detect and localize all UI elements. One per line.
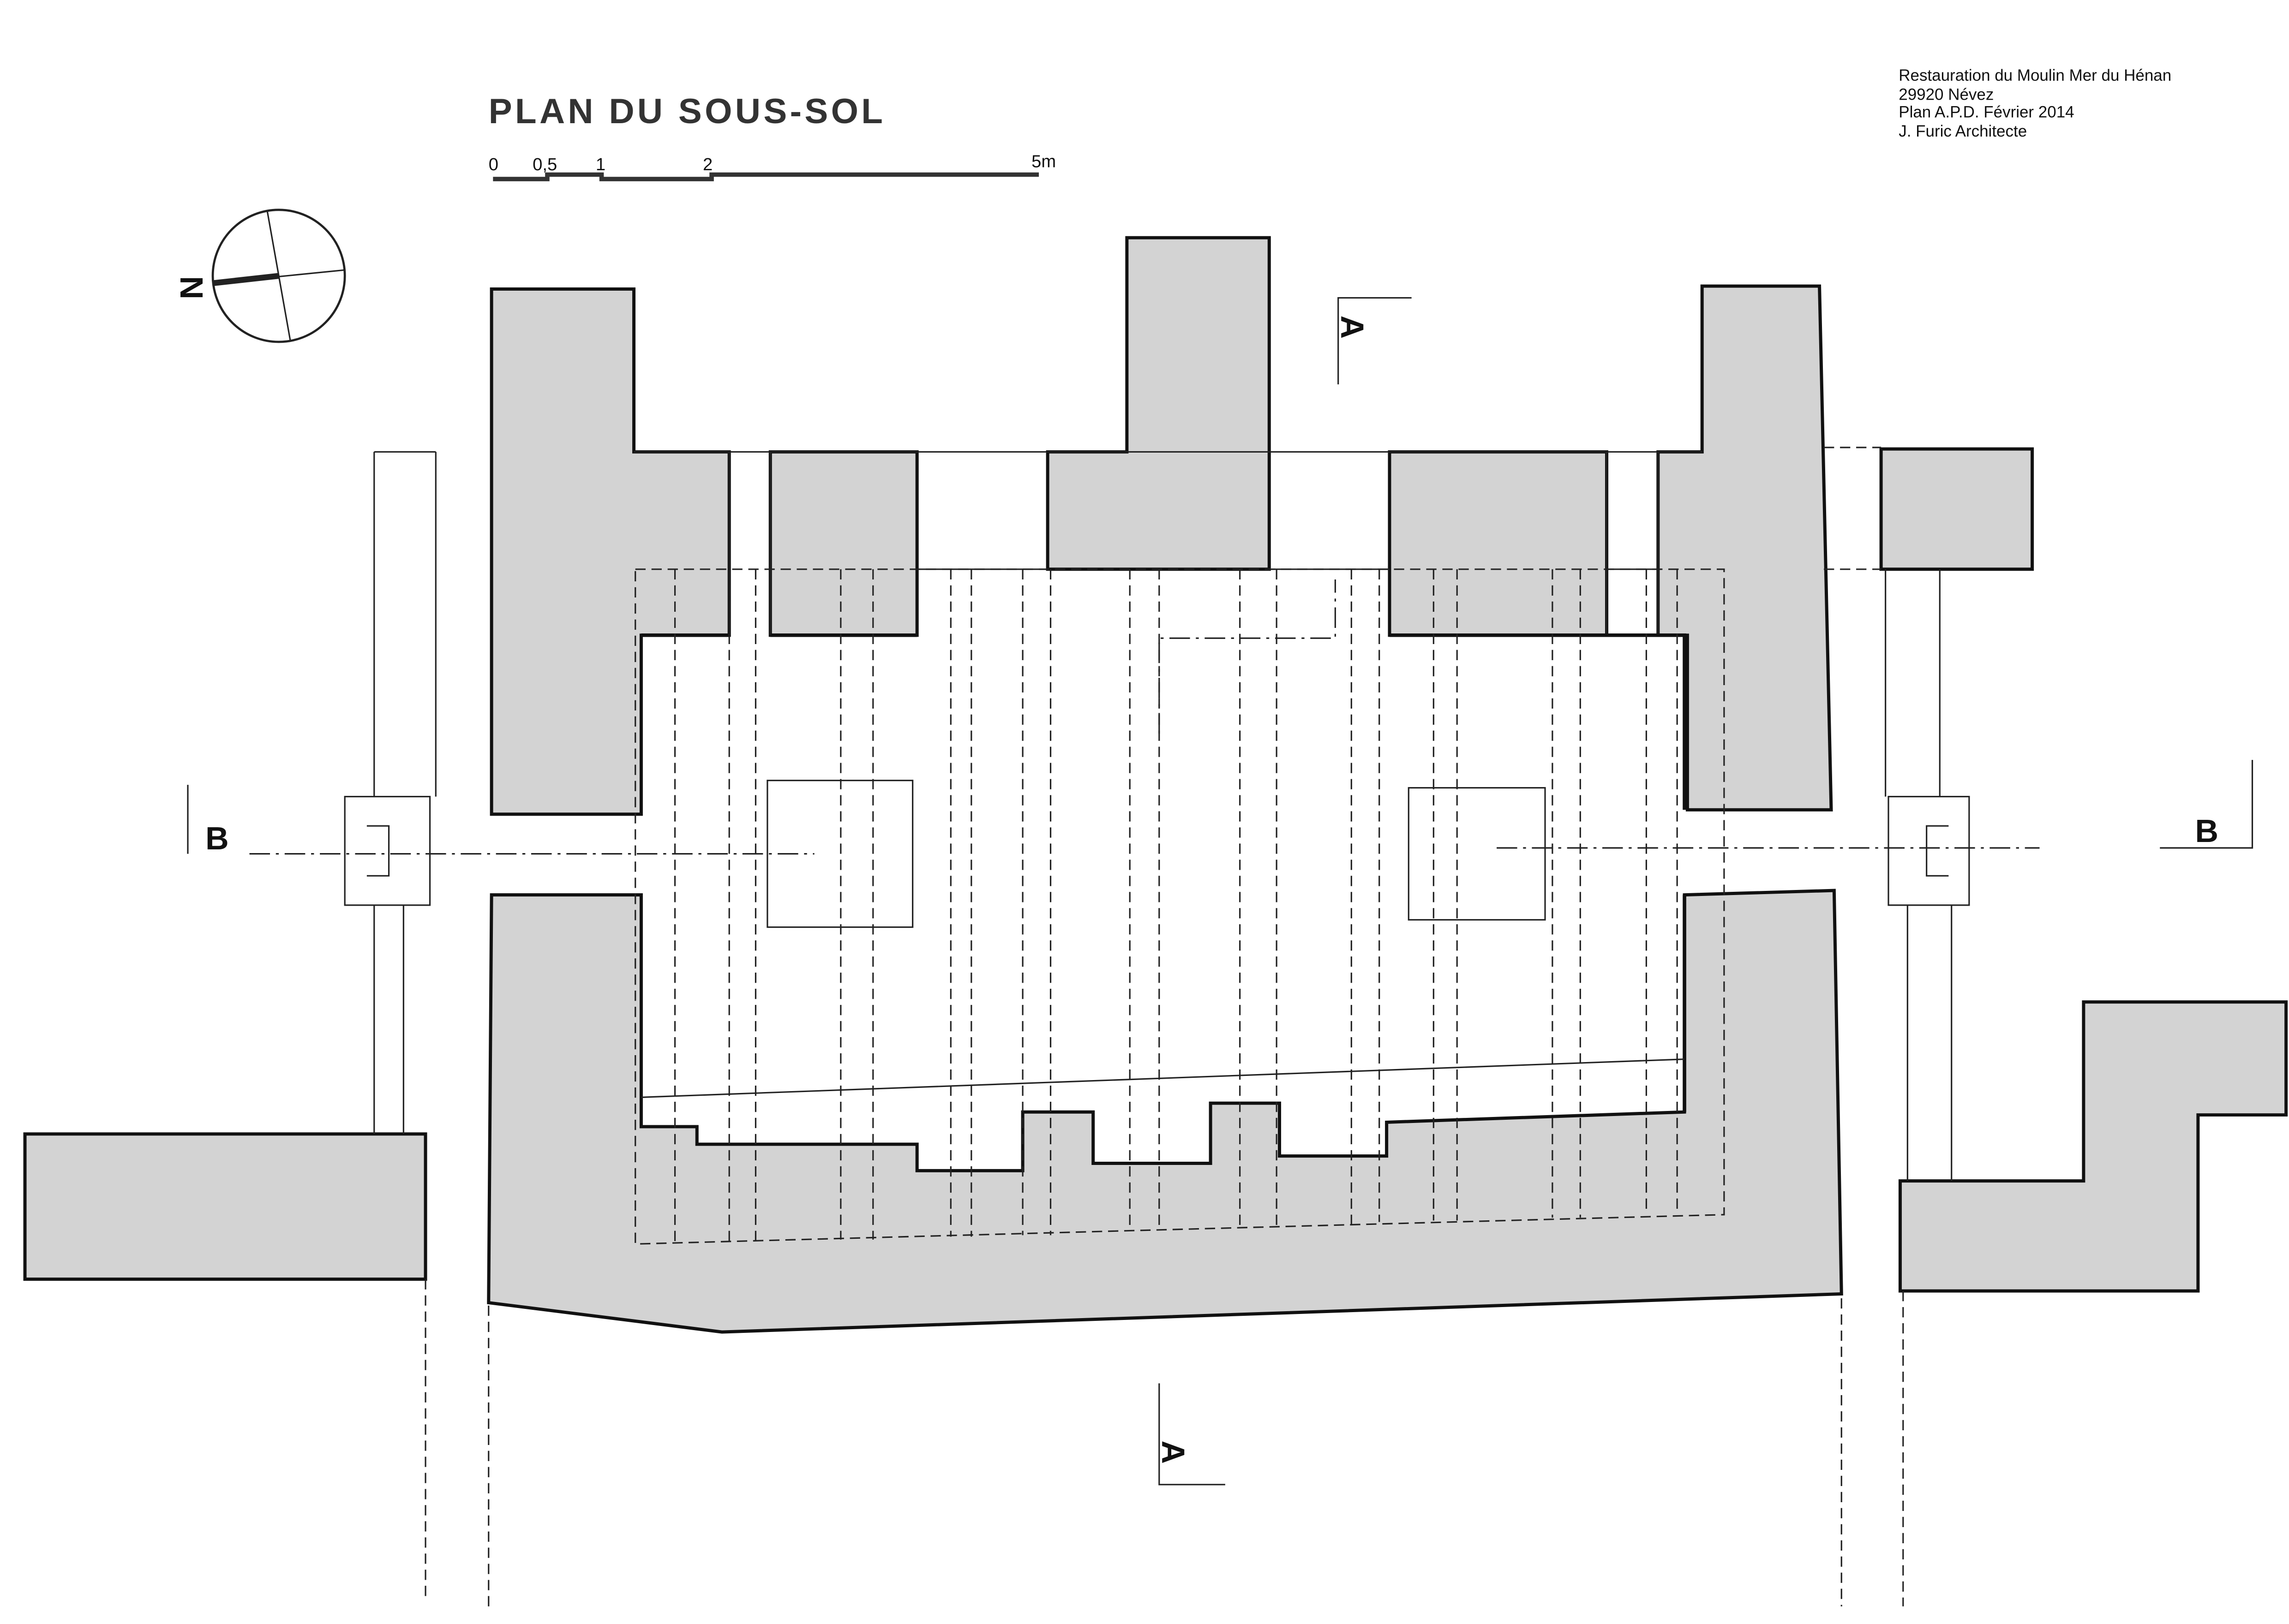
- project-location: 29920 Névez: [1899, 85, 1994, 103]
- plan-phase-date: Plan A.P.D. Février 2014: [1899, 103, 2074, 121]
- north-compass-icon: N: [174, 209, 346, 343]
- section-b-label-left: B: [205, 820, 229, 856]
- wall-block-east: [1879, 447, 2034, 571]
- wall-block: [1388, 450, 1609, 637]
- wall-block: [768, 450, 919, 637]
- scale-tick: 2: [703, 155, 713, 174]
- wall-tower-middle: [1046, 236, 1271, 571]
- wall-south: [487, 889, 1843, 1334]
- wall-east-outside: [1898, 1000, 2288, 1293]
- page-title: PLAN DU SOUS-SOL: [489, 92, 886, 131]
- scale-tick: 0,5: [533, 155, 557, 174]
- scale-tick: 0: [489, 155, 498, 174]
- section-a-label-bottom: A: [1155, 1440, 1191, 1464]
- section-marker-a: A A: [1155, 297, 1412, 1486]
- title-block: Restauration du Moulin Mer du Hénan 2992…: [1899, 66, 2171, 140]
- north-label: N: [174, 276, 210, 299]
- section-b-label-right: B: [2195, 813, 2219, 849]
- dashed-structure: [635, 568, 1725, 1245]
- scale-bar: 0 0,5 1 2 5m: [489, 152, 1056, 181]
- pit: [1408, 787, 1546, 921]
- scale-tick: 5m: [1031, 152, 1056, 172]
- architect: J. Furic Architecte: [1899, 122, 2027, 140]
- pit: [767, 780, 914, 928]
- section-a-label-top: A: [1334, 316, 1370, 339]
- project-name: Restauration du Moulin Mer du Hénan: [1899, 66, 2171, 84]
- wall-west-outside: [23, 1132, 427, 1281]
- wall-north-west: [490, 287, 731, 816]
- section-marker-b: B B: [187, 760, 2253, 856]
- scale-tick: 1: [596, 155, 605, 174]
